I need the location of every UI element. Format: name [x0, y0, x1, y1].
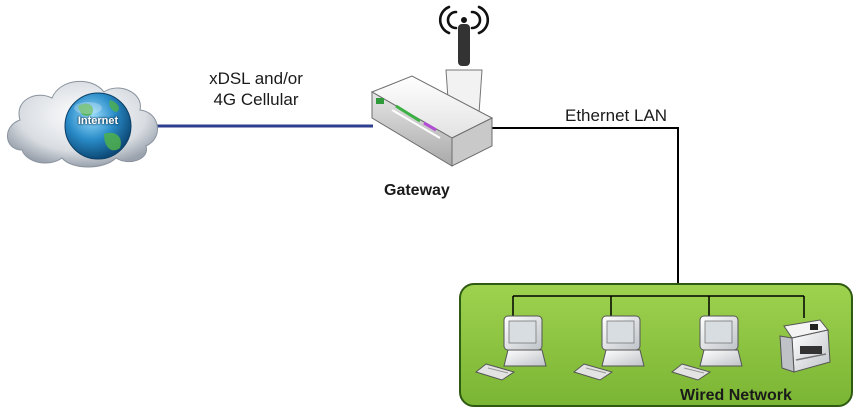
wired-network-panel	[459, 283, 853, 407]
desktop-computer-icon	[670, 315, 743, 381]
printer-icon	[779, 319, 831, 373]
gateway-router-icon	[370, 24, 494, 167]
desktop-computer-icon	[474, 315, 547, 381]
wan-link-label-line1: xDSL and/or	[209, 69, 303, 88]
lan-link-label: Ethernet LAN	[565, 106, 668, 125]
wireless-signal-icon	[438, 5, 490, 35]
wan-link-label: xDSL and/or 4G Cellular	[196, 68, 316, 110]
gateway-label: Gateway	[384, 182, 450, 199]
desktop-computer-icon	[572, 315, 645, 381]
internet-label: Internet	[77, 115, 119, 127]
internet-globe-icon	[64, 92, 132, 160]
lan-distribution-lines	[512, 295, 805, 318]
lan-link-line	[490, 127, 679, 284]
wan-link-label-line2: 4G Cellular	[213, 90, 299, 109]
wired-network-label: Wired Network	[680, 387, 792, 404]
